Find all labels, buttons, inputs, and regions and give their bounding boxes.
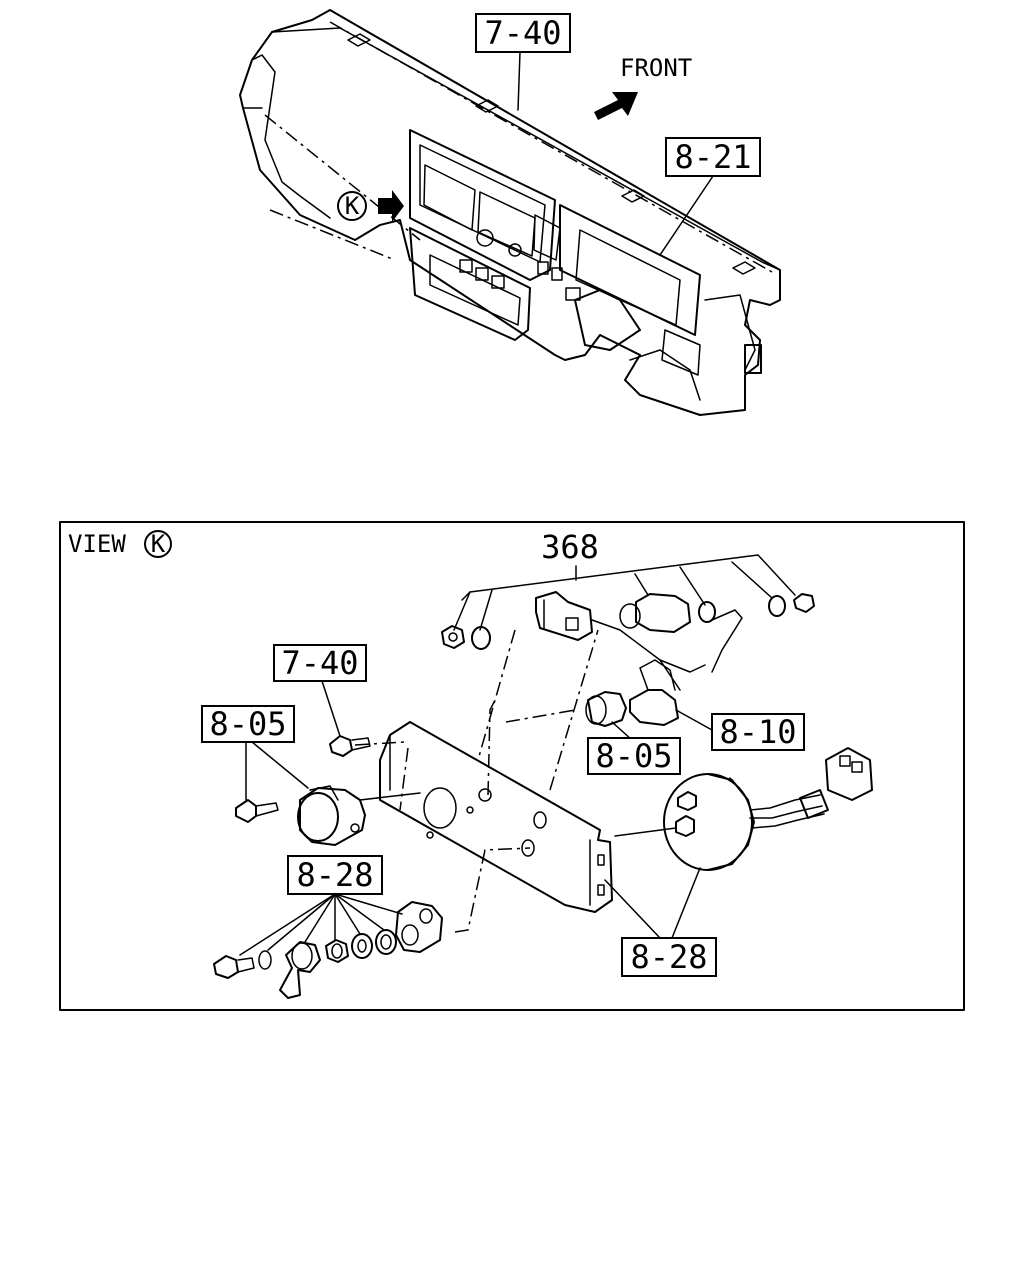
callout-label: 8-28 — [630, 938, 707, 976]
dashboard-assembly — [239, 9, 781, 416]
front-indicator: FRONT — [594, 54, 692, 120]
view-marker-letter: K — [345, 192, 360, 220]
screw-7-40 — [329, 735, 371, 757]
arrow-up-right-icon — [594, 92, 638, 120]
callout-label: 8-28 — [296, 856, 373, 894]
callout-label: 8-05 — [209, 705, 286, 743]
callout-bulb-right-8-05: 8-05 — [587, 737, 681, 775]
view-k-title: VIEW K — [68, 530, 172, 558]
callout-bracket-7-40: 7-40 — [273, 644, 367, 737]
front-label: FRONT — [620, 54, 692, 82]
callout-dashboard-7-40: 7-40 — [475, 13, 571, 111]
view-title: VIEW — [68, 530, 126, 558]
callout-meter-cluster-8-21: 8-21 — [659, 137, 761, 256]
callout-buzzer-8-28: 8-28 — [604, 867, 717, 977]
bulb-socket-left — [297, 785, 366, 846]
switch-parts-8-28 — [213, 901, 443, 999]
buzzer — [614, 747, 873, 871]
callout-label: 8-21 — [674, 138, 751, 176]
callout-label: 7-40 — [281, 644, 358, 682]
callout-label: 8-10 — [719, 713, 796, 751]
callout-bulb-left-8-05: 8-05 — [201, 705, 309, 801]
view-k-frame — [59, 521, 965, 1011]
view-title-marker: K — [151, 530, 166, 558]
callout-label: 8-05 — [595, 737, 672, 775]
callout-switch-8-28: 8-28 — [239, 855, 403, 956]
callout-label: 7-40 — [484, 14, 561, 52]
callout-label: 368 — [541, 528, 599, 566]
bulb-right — [585, 691, 633, 741]
screw-left — [235, 799, 279, 823]
callout-socket-8-10: 8-10 — [711, 713, 805, 751]
view-k-marker: K — [337, 190, 404, 222]
part-group-368: 368 — [441, 528, 815, 673]
mounting-bracket — [379, 721, 613, 913]
arrow-right-icon — [378, 190, 404, 222]
socket-8-10 — [629, 659, 713, 731]
